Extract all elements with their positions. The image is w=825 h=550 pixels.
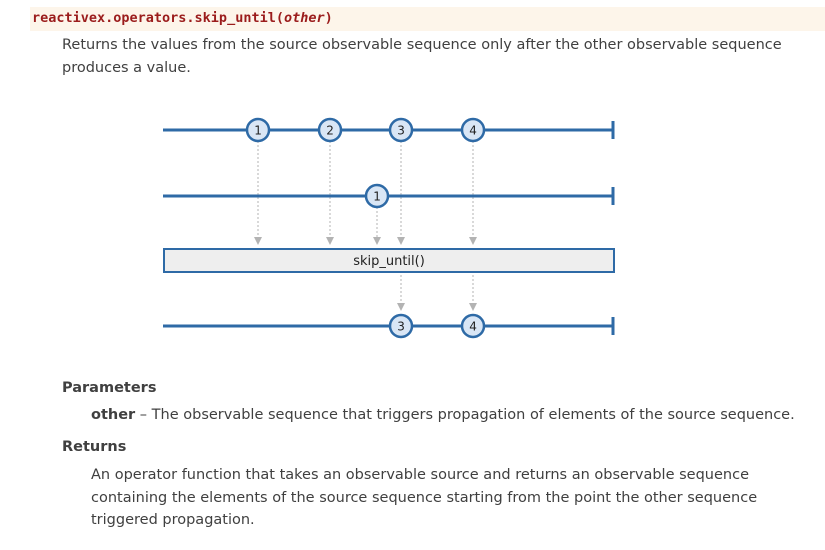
signature-suffix: ) [324,10,333,26]
source-marble: 2 [317,117,343,143]
parameter-description: The observable sequence that triggers pr… [151,407,795,423]
source-marble: 4 [460,117,486,143]
parameters-heading: Parameters [62,380,157,396]
marble-value: 1 [254,124,262,138]
operator-box [163,248,615,273]
marble-value: 4 [469,124,477,138]
source-marble: 3 [388,117,414,143]
arrow-head [469,237,477,245]
result-marble: 3 [388,313,414,339]
signature-param: other [283,10,325,26]
other-marble: 1 [364,183,390,209]
parameter-name: other [91,407,136,423]
result-marble: 4 [460,313,486,339]
operator-label: skip_until() [353,254,425,269]
marble-value: 4 [469,320,477,334]
arrow-head [397,237,405,245]
arrow-heads [254,237,477,311]
marble-value: 3 [397,124,405,138]
arrow-head [326,237,334,245]
guide-lines [257,141,474,303]
marble-value: 2 [326,124,334,138]
arrow-head [469,303,477,311]
timelines [163,121,615,335]
arrow-head [373,237,381,245]
parameter-separator: – [135,407,152,423]
marble-value: 3 [397,320,405,334]
function-signature: reactivex.operators.skip_until(other) [30,7,825,31]
returns-description: An operator function that takes an obser… [91,467,758,528]
returns-heading: Returns [62,439,127,455]
arrow-head [254,237,262,245]
marble-diagram: skip_until() 1 2 3 4 1 3 4 [163,117,615,339]
signature-prefix: reactivex.operators.skip_until( [32,10,284,26]
function-description: Returns the values from the source obser… [62,37,782,76]
source-marble: 1 [245,117,271,143]
marble-value: 1 [373,190,381,204]
parameter-item: other – The observable sequence that tri… [91,405,795,426]
arrow-head [397,303,405,311]
